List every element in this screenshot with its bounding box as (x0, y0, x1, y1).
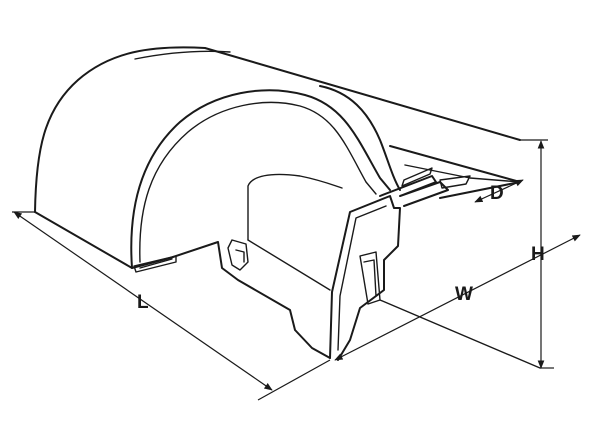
dim-l-ext-right (257, 359, 331, 401)
fender-roll-edge (319, 85, 401, 191)
mounting-notch-inner (235, 249, 245, 263)
bracket-base-line (379, 299, 541, 369)
wheel-arch-outer-rim (130, 89, 391, 269)
dim-d-line (474, 179, 524, 203)
inner-wall-bottom (247, 239, 331, 291)
fender-side-panel (169, 241, 331, 359)
inner-wall (247, 173, 343, 241)
dim-label-height: H (531, 244, 545, 265)
fender-top-ridge (134, 50, 231, 60)
bracket-plate (329, 195, 401, 361)
dim-l-line (13, 211, 273, 391)
bracket-top-flange-lip (401, 167, 433, 187)
wheel-arch-inner-rim (139, 101, 377, 263)
fender-outer-arch (34, 46, 521, 213)
bracket-top-flange (379, 175, 449, 207)
mounting-notch (227, 239, 249, 271)
dim-label-width: W (455, 284, 473, 305)
flange-plate-slot (439, 175, 471, 189)
dim-label-depth: D (490, 183, 504, 204)
dim-label-length: L (137, 292, 149, 313)
